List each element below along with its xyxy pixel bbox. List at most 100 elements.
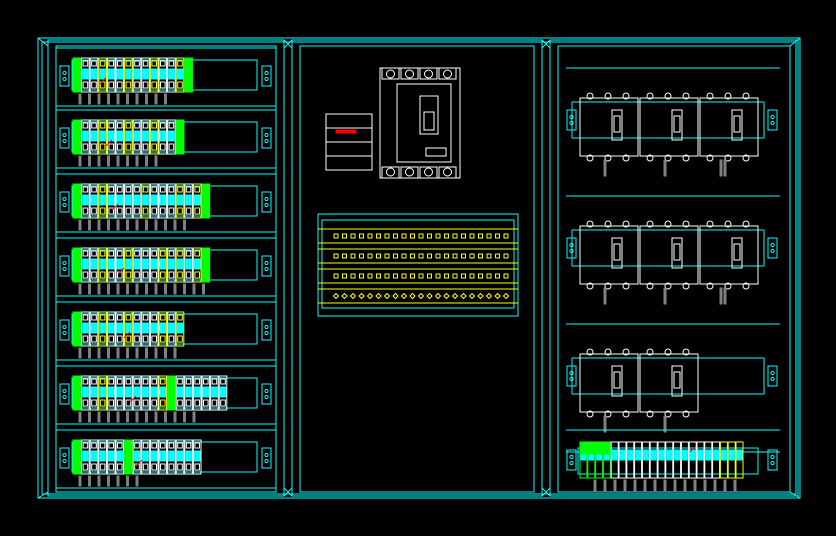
busbar-bolt [444, 273, 449, 279]
breaker-body [635, 449, 642, 461]
breaker-label [142, 378, 149, 385]
breaker-terminal [99, 271, 106, 279]
outgoing-lead [173, 219, 177, 231]
breaker-module [115, 183, 125, 219]
bracket-hole [62, 70, 67, 76]
busbar-bolt [358, 292, 365, 300]
breaker-module [141, 119, 150, 155]
outgoing-lead [107, 475, 110, 487]
mccb-body [699, 225, 759, 285]
mccb-terminal-top [586, 220, 594, 228]
breaker-label [99, 122, 106, 129]
busbar-bolt [393, 233, 398, 239]
bracket-hole [770, 248, 775, 254]
outgoing-lead [719, 159, 723, 177]
busbar-bolt [503, 233, 509, 239]
breaker-terminal [177, 207, 183, 215]
breaker-label [151, 60, 157, 67]
breaker-terminal [142, 463, 149, 471]
breaker-label [91, 442, 97, 449]
breaker-body [116, 130, 124, 142]
breaker-module [98, 57, 107, 93]
breaker-body [720, 449, 727, 461]
busbar-bolt [444, 233, 449, 239]
breaker-pole-bottom [381, 166, 400, 179]
breaker-body [176, 194, 184, 206]
breaker-label [160, 122, 166, 129]
breaker-body [168, 68, 175, 80]
din-rail-row [56, 173, 276, 233]
mccb-terminal-bottom [646, 410, 654, 418]
breaker-body [176, 450, 184, 462]
breaker-terminal [194, 271, 200, 279]
breaker-body [681, 449, 688, 461]
outgoing-lead [603, 287, 607, 305]
outgoing-lead [683, 479, 687, 493]
outgoing-lead [116, 155, 120, 167]
enclosure-frames [37, 37, 801, 499]
breaker-module [132, 311, 142, 347]
rcd-module [201, 247, 211, 283]
busbar-bolt [495, 273, 500, 279]
breaker-body [658, 449, 665, 461]
breaker-body [90, 258, 98, 270]
mccb-handle-grip [733, 243, 741, 261]
busbar-bolt [367, 233, 373, 239]
mounting-bracket [59, 127, 70, 149]
middle-enclosure [291, 39, 543, 497]
bracket-hole [264, 260, 269, 266]
breaker-terminal [142, 207, 149, 215]
breaker-body [99, 194, 106, 206]
din-rail-row [56, 301, 276, 361]
mounting-bracket [767, 365, 778, 387]
busbar-bolt [392, 292, 399, 300]
busbar-bolt [359, 273, 364, 279]
breaker-label [108, 186, 115, 193]
breaker-body [142, 68, 149, 80]
breaker-module [81, 247, 90, 283]
mccb-terminal-bottom [682, 410, 690, 418]
breaker-module [124, 57, 133, 93]
outgoing-lead [663, 415, 667, 433]
breaker-body [82, 450, 89, 462]
bracket-hole [264, 388, 269, 394]
din-rail-channel [71, 249, 258, 281]
breaker-module [192, 183, 202, 219]
breaker-body [193, 386, 201, 398]
busbar-bolt [376, 233, 381, 239]
rcd-module [72, 375, 82, 411]
breaker-body [185, 258, 192, 270]
busbar-bolt [461, 233, 466, 239]
mccb-handle-grip [613, 371, 621, 389]
outgoing-lead [603, 159, 607, 177]
outgoing-lead [154, 219, 158, 231]
mccb-terminal-bottom [682, 282, 690, 290]
breaker-terminal [108, 399, 115, 407]
bracket-hole [264, 132, 269, 138]
breaker-module [115, 119, 125, 155]
busbar-bolt [342, 253, 347, 259]
breaker-module [149, 247, 159, 283]
breaker-body [736, 449, 743, 461]
breaker-body [642, 449, 649, 461]
bracket-hole [62, 260, 67, 266]
rcd-module [184, 57, 193, 93]
busbar-bolt [350, 233, 356, 239]
breaker-module [158, 375, 168, 411]
breaker-body [150, 450, 158, 462]
outgoing-lead [663, 159, 667, 177]
breaker-label [160, 186, 166, 193]
pole-screw [405, 167, 414, 177]
breaker-module [192, 247, 202, 283]
breaker-module [184, 183, 193, 219]
mccb-terminal-top [604, 92, 612, 100]
mounting-bracket [261, 65, 272, 87]
breaker-label [168, 314, 175, 321]
outgoing-lead [183, 411, 186, 423]
pole-screw [424, 69, 433, 79]
breaker-label [177, 314, 183, 321]
breaker-module [735, 441, 744, 479]
rcd-module [167, 375, 176, 411]
breaker-module [106, 119, 116, 155]
breaker-label [99, 442, 106, 449]
